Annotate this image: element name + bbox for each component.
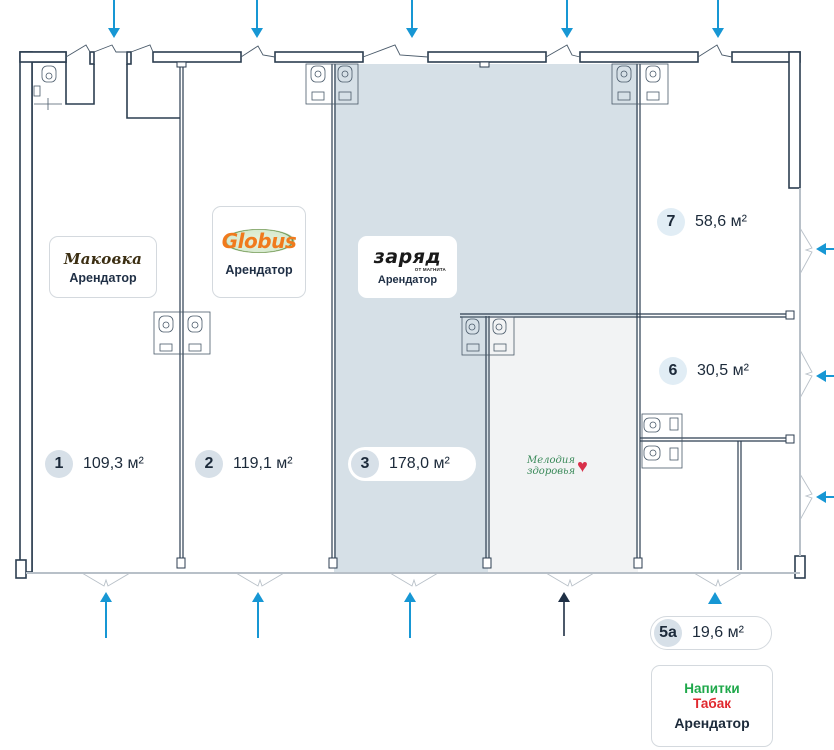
brand-logo-globus: Globus <box>217 227 301 255</box>
arrow-entry-dark-icon <box>558 592 570 636</box>
tenant-line-tobacco: Табак <box>692 696 732 711</box>
unit-3-area-label[interactable]: 3 178,0 м² <box>348 447 476 481</box>
arrow-entry-icon <box>100 0 834 638</box>
tenant-label: Арендатор <box>69 270 137 285</box>
top-doors <box>65 44 733 58</box>
unit-number-badge: 2 <box>195 450 223 478</box>
unit-number-badge: 3 <box>351 450 379 478</box>
bottom-doors <box>81 572 743 587</box>
tenant-line-drinks: Напитки <box>684 681 740 696</box>
tenant-card-unit-5a[interactable]: Напитки Табак Арендатор <box>651 665 773 747</box>
brand-logo-makovka: Маковка <box>63 249 143 268</box>
unit-number-badge: 5a <box>654 619 682 647</box>
room-4-fill[interactable] <box>488 316 638 572</box>
brand-line-1: Мелодия <box>527 455 575 466</box>
unit-area: 119,1 м² <box>233 455 293 472</box>
toilet-icon <box>33 63 683 469</box>
brand-line-2: здоровья <box>527 466 576 477</box>
unit-area: 178,0 м² <box>389 455 450 472</box>
partition-caps <box>176 61 795 569</box>
unit-5a-area-label[interactable]: 5a 19,6 м² <box>650 616 772 650</box>
brand-logo-zaryad-sub: ОТ МАГНИТА <box>414 267 446 272</box>
tenant-label: Арендатор <box>225 263 293 277</box>
unit-number-badge: 7 <box>657 208 685 236</box>
tenant-card-unit-3[interactable]: заряд ОТ МАГНИТА Арендатор <box>358 236 457 298</box>
unit-number-badge: 1 <box>45 450 73 478</box>
unit-number-badge: 6 <box>659 357 687 385</box>
right-doors <box>799 227 813 521</box>
heart-icon: ♥ <box>577 455 588 476</box>
unit-area: 109,3 м² <box>83 455 144 472</box>
tenant-card-unit-2[interactable]: Globus Арендатор <box>212 206 306 298</box>
partitions <box>179 64 793 570</box>
unit-7-area-label[interactable]: 7 58,6 м² <box>654 205 747 239</box>
unit-area: 30,5 м² <box>697 362 749 379</box>
unit-6-area-label[interactable]: 6 30,5 м² <box>656 354 749 388</box>
unit-area: 58,6 м² <box>695 213 747 230</box>
tenant-label: Арендатор <box>377 274 438 286</box>
unit-1-area-label[interactable]: 1 109,3 м² <box>42 447 144 481</box>
unit-area: 19,6 м² <box>692 624 744 641</box>
tenant-card-unit-1[interactable]: Маковка Арендатор <box>49 236 157 298</box>
brand-logo-melodiya[interactable]: Мелодия здоровья ♥ <box>527 455 588 477</box>
tenant-label: Арендатор <box>674 715 750 731</box>
brand-logo-zaryad: заряд <box>373 246 442 268</box>
unit-2-area-label[interactable]: 2 119,1 м² <box>192 447 293 481</box>
